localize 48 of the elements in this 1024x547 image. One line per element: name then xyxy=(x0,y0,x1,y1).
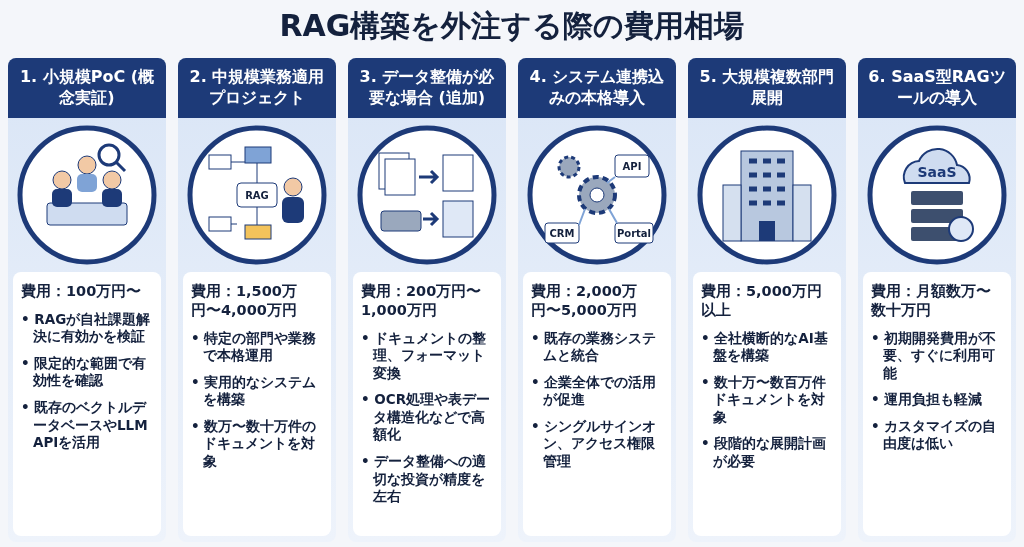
bullet-text: • 既存のベクトルデータベースやLLM APIを活用 xyxy=(21,399,149,452)
column-header: 2. 中規模業務適用プロジェクト xyxy=(178,58,336,118)
cost-text: 費用：5,000万円以上 xyxy=(701,282,823,320)
icon-label: SaaS xyxy=(917,164,957,180)
bullet-text: • RAGが自社課題解決に有効かを検証 xyxy=(21,310,152,346)
bullet-text: • シングルサインオン、アクセス権限管理 xyxy=(531,417,658,471)
bullet-text: • 実用的なシステムを構築 xyxy=(191,373,318,409)
info-card xyxy=(693,272,841,536)
cost-text: 費用：月額数万〜数十万円 xyxy=(871,282,992,320)
icon-label: RAG xyxy=(245,190,269,201)
bullet-text: • OCR処理や表データ構造化などで高額化 xyxy=(361,391,492,444)
bullet-text: • 運用負担も軽減 xyxy=(871,391,984,409)
column-header: 3. データ整備が必要な場合 (追加) xyxy=(348,58,506,118)
column-panel xyxy=(8,58,166,542)
column-header: 1. 小規模PoC (概念実証) xyxy=(8,58,166,118)
bullet-text: • 全社横断的なAI基盤を構築 xyxy=(701,329,829,365)
info-card xyxy=(353,272,501,536)
column-header: 4. システム連携込みの本格導入 xyxy=(518,58,676,118)
bullet-text: • 数十万〜数百万件ドキュメントを対象 xyxy=(701,373,828,427)
icon-label: CRM xyxy=(549,228,575,239)
bullet-text: • 既存の業務システムと統合 xyxy=(531,329,658,365)
bullet-text: • 段階的な展開計画が必要 xyxy=(701,435,828,471)
info-card xyxy=(13,272,161,536)
cost-text: 費用：2,000万円〜5,000万円 xyxy=(531,282,638,320)
bullet-text: • データ整備への適切な投資が精度を左右 xyxy=(361,452,488,506)
cost-text: 費用：200万円〜1,000万円 xyxy=(361,282,483,320)
column-header: 6. SaaS型RAGツールの導入 xyxy=(858,58,1016,118)
bullet-text: • 初期開発費用が不要、すぐに利用可能 xyxy=(871,329,998,383)
icon-label: Portal xyxy=(616,228,652,239)
column-panel xyxy=(858,58,1016,542)
cost-text: 費用：100万円〜 xyxy=(21,282,143,301)
info-card xyxy=(863,272,1011,536)
icon-label: API xyxy=(622,161,642,172)
column-panel xyxy=(178,58,336,542)
column-panel xyxy=(688,58,846,542)
bullet-text: • カスタマイズの自由度は低い xyxy=(871,417,998,453)
column-panel xyxy=(348,58,506,542)
bullet-text: • 特定の部門や業務で本格運用 xyxy=(191,329,318,365)
bullet-text: • 限定的な範囲で有効性を確認 xyxy=(21,354,148,391)
column-panel xyxy=(518,58,676,542)
info-card xyxy=(523,272,671,536)
bullet-text: • 企業全体での活用が促進 xyxy=(531,373,658,409)
bullet-text: • ドキュメントの整理、フォーマット変換 xyxy=(361,329,488,383)
column-header: 5. 大規模複数部門展開 xyxy=(688,58,846,118)
bullet-text: • 数万〜数十万件のドキュメントを対象 xyxy=(191,417,318,471)
title: RAG構築を外注する際の費用相場 xyxy=(279,7,745,45)
info-card xyxy=(183,272,331,536)
cost-text: 費用：1,500万円〜4,000万円 xyxy=(191,282,298,320)
